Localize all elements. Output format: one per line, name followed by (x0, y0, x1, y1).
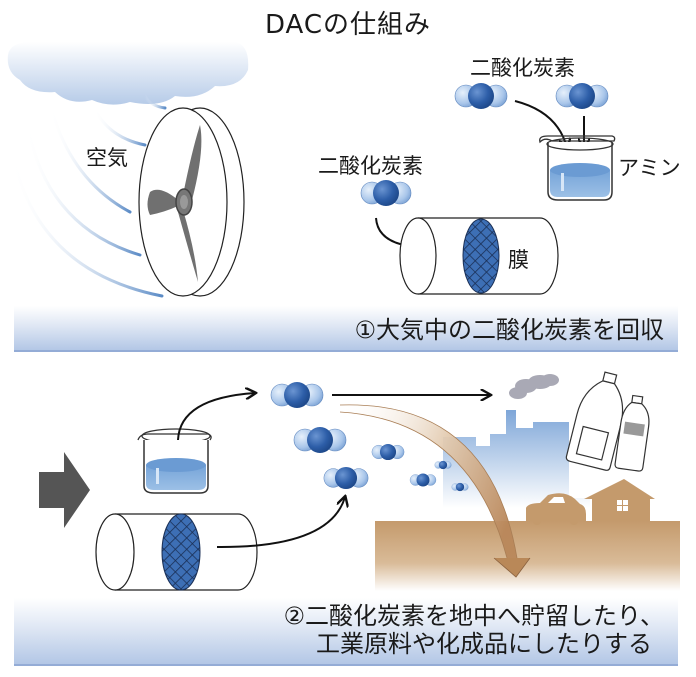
car-icon (526, 493, 586, 525)
membrane-cylinder-icon (95, 513, 258, 591)
co2-molecule-icon (454, 83, 508, 109)
step1-banner: ①大気中の二酸化炭素を回収 (14, 306, 678, 352)
house-icon (584, 479, 655, 521)
plastic-bottle-icon (565, 371, 650, 472)
ground (375, 521, 680, 591)
cloud-icon (7, 41, 249, 105)
step2-banner: ②二酸化炭素を地中へ貯留したり、 工業原料や化成品にしたりする (14, 598, 678, 666)
smoke-icon (509, 374, 559, 399)
co2-molecule-icon (371, 443, 405, 461)
next-step-arrow-icon (39, 452, 90, 528)
co2-molecule-icon (293, 427, 347, 453)
air-flow-lines (8, 94, 167, 298)
membrane-cylinder-icon (399, 217, 559, 295)
arrow-from-beaker (177, 393, 255, 441)
storage-flow-arrow (339, 404, 531, 578)
step2-text-line2: 工業原料や化成品にしたりする (316, 630, 652, 658)
co2-molecule-icon (360, 180, 412, 206)
co2-molecule-icon (555, 83, 609, 109)
air-label: 空気 (86, 146, 128, 170)
co2-molecule-icon (409, 473, 437, 487)
co2-label-amine: 二酸化炭素 (470, 56, 575, 80)
beaker-icon (137, 428, 212, 494)
co2-molecule-icon (323, 466, 369, 490)
diagram-title: DACの仕組み (264, 10, 432, 40)
co2-molecule-icon (270, 382, 324, 408)
step2-text-line1: ②二酸化炭素を地中へ貯留したり、 (283, 602, 664, 630)
beaker-icon (539, 135, 616, 201)
step1-text: ①大気中の二酸化炭素を回収 (354, 316, 664, 344)
arrow-from-membrane (216, 497, 345, 549)
amine-label: アミン (618, 156, 681, 180)
co2-molecule-icon (451, 482, 469, 492)
co2-label-membrane: 二酸化炭素 (318, 154, 423, 178)
membrane-label: 膜 (508, 248, 529, 272)
co2-molecule-icon (434, 460, 452, 470)
filtered-air-lines (240, 119, 460, 291)
fan-icon (138, 107, 245, 297)
